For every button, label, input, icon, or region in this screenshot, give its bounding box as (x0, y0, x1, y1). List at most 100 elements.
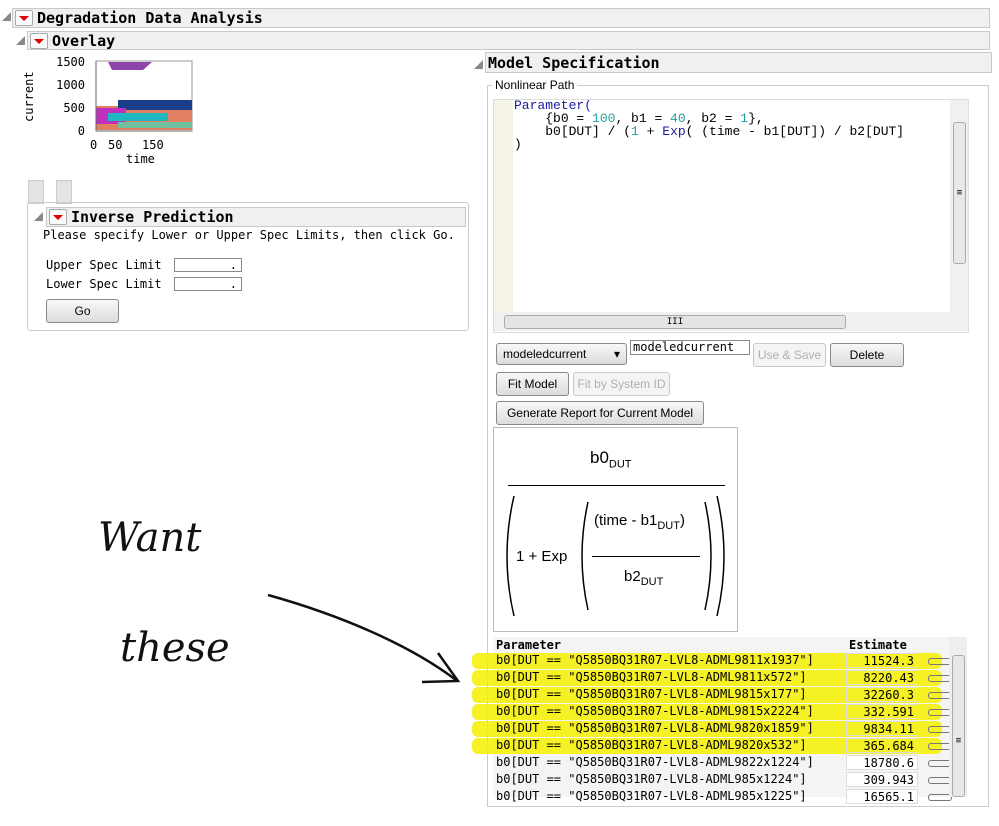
scroll-thumb[interactable]: ≡ (953, 122, 966, 264)
highlight-mark (472, 653, 942, 669)
y-tick: 0 (77, 124, 85, 138)
highlight-mark (472, 687, 942, 703)
highlight-mark (472, 670, 942, 686)
script-code: Parameter( {b0 = 100, b1 = 40, b2 = 1}, … (514, 99, 905, 152)
x-tick: 0 (90, 138, 98, 152)
y-tick: 500 (63, 101, 85, 115)
estimate-value[interactable]: 9834.11 (846, 721, 918, 736)
parameter-name: b0[DUT == "Q5850BQ31R07-LVL8-ADML9820x18… (496, 721, 814, 735)
estimate-value[interactable]: 32260.3 (846, 687, 918, 702)
inverse-prediction-panel (27, 202, 469, 331)
model-spec-header: Model Specification (485, 52, 992, 73)
estimate-value[interactable]: 309.943 (846, 772, 918, 787)
collapse-icon[interactable] (16, 36, 25, 45)
table-row: b0[DUT == "Q5850BQ31R07-LVL8-ADML985x122… (496, 788, 952, 805)
table-row: b0[DUT == "Q5850BQ31R07-LVL8-ADML985x122… (496, 771, 952, 788)
editor-gutter (494, 100, 513, 312)
collapse-icon[interactable] (474, 60, 483, 69)
parameter-name: b0[DUT == "Q5850BQ31R07-LVL8-ADML985x122… (496, 772, 807, 786)
vertical-scrollbar[interactable]: ≡ (950, 100, 968, 312)
y-axis-label: current (22, 71, 36, 122)
overlay-plot (95, 60, 193, 132)
inner-left-paren (581, 501, 589, 611)
formula-display: b0DUT 1 + Exp (time - b1DUT) b2DUT (493, 427, 738, 632)
estimate-value[interactable]: 16565.1 (846, 789, 918, 804)
delete-button[interactable]: Delete (830, 343, 904, 367)
outer-right-paren (716, 495, 725, 617)
table-row: b0[DUT == "Q5850BQ31R07-LVL8-ADML9811x19… (472, 652, 952, 669)
col-estimate: Estimate (849, 638, 907, 652)
y-tick: 1000 (56, 78, 85, 92)
x-tick: 150 (142, 138, 164, 152)
model-spec-title: Model Specification (488, 53, 660, 72)
parameter-name: b0[DUT == "Q5850BQ31R07-LVL8-ADML9811x19… (496, 653, 814, 667)
parameter-name: b0[DUT == "Q5850BQ31R07-LVL8-ADML9815x17… (496, 687, 807, 701)
parameter-name: b0[DUT == "Q5850BQ31R07-LVL8-ADML985x122… (496, 789, 807, 803)
inverse-header: Inverse Prediction (46, 207, 466, 227)
horizontal-scrollbar[interactable]: III (494, 312, 968, 331)
x-tick: 50 (108, 138, 123, 152)
degradation-header: Degradation Data Analysis (12, 8, 990, 28)
table-row: b0[DUT == "Q5850BQ31R07-LVL8-ADML9820x18… (472, 720, 952, 737)
highlight-mark (472, 704, 942, 720)
formula-brackets (506, 495, 725, 617)
table-row: b0[DUT == "Q5850BQ31R07-LVL8-ADML9820x53… (472, 737, 952, 754)
fraction-line (508, 485, 725, 486)
fit-system-id-button[interactable]: Fit by System ID (573, 372, 670, 396)
tab-stub[interactable] (28, 180, 44, 204)
collapse-icon[interactable] (2, 12, 11, 21)
estimate-value[interactable]: 8220.43 (846, 670, 918, 685)
table-scrollbar[interactable]: ≡ (949, 637, 967, 797)
table-row: b0[DUT == "Q5850BQ31R07-LVL8-ADML9822x12… (496, 754, 952, 771)
inverse-instructions: Please specify Lower or Upper Spec Limit… (43, 228, 455, 242)
estimate-value[interactable]: 332.591 (846, 704, 918, 719)
highlight-mark (472, 721, 942, 737)
table-row: b0[DUT == "Q5850BQ31R07-LVL8-ADML9811x57… (472, 669, 952, 686)
generate-report-button[interactable]: Generate Report for Current Model (496, 401, 704, 425)
parameter-name: b0[DUT == "Q5850BQ31R07-LVL8-ADML9811x57… (496, 670, 807, 684)
parameter-table: Parameter Estimate b0[DUT == "Q5850BQ31R… (472, 637, 967, 804)
tab-stub[interactable] (56, 180, 72, 204)
parameter-name: b0[DUT == "Q5850BQ31R07-LVL8-ADML9822x12… (496, 755, 814, 769)
overlay-title: Overlay (52, 31, 116, 50)
fit-model-button[interactable]: Fit Model (496, 372, 569, 396)
estimate-value[interactable]: 365.684 (846, 738, 918, 753)
formula-b2: b2DUT (624, 568, 664, 588)
x-axis-label: time (126, 152, 155, 166)
lower-spec-input[interactable]: . (174, 277, 242, 291)
page-title: Degradation Data Analysis (37, 9, 263, 27)
col-parameter: Parameter (496, 638, 562, 652)
use-save-button[interactable]: Use & Save (753, 343, 826, 367)
highlight-mark (472, 738, 942, 754)
parameter-name: b0[DUT == "Q5850BQ31R07-LVL8-ADML9820x53… (496, 738, 807, 752)
go-button[interactable]: Go (46, 299, 119, 323)
inverse-title: Inverse Prediction (71, 208, 234, 226)
estimate-value[interactable]: 18780.6 (846, 755, 918, 770)
upper-spec-label: Upper Spec Limit (46, 258, 162, 272)
model-name-input[interactable]: modeledcurrent (630, 340, 750, 355)
script-editor[interactable]: Parameter( {b0 = 100, b1 = 40, b2 = 1}, … (493, 99, 969, 333)
formula-time-b1: (time - b1DUT) (594, 512, 685, 532)
fraction-line (592, 556, 700, 557)
scroll-thumb[interactable]: ≡ (952, 655, 965, 797)
series-area (108, 113, 168, 121)
annotation-these: these (120, 625, 230, 671)
upper-spec-input[interactable]: . (174, 258, 242, 272)
table-row: b0[DUT == "Q5850BQ31R07-LVL8-ADML9815x17… (472, 686, 952, 703)
red-menu-icon[interactable] (30, 32, 48, 49)
annotation-want: Want (98, 515, 202, 561)
collapse-icon[interactable] (34, 212, 43, 221)
red-menu-icon[interactable] (15, 10, 33, 26)
red-menu-icon[interactable] (49, 209, 67, 225)
inner-right-paren (704, 501, 712, 611)
one-plus-exp: 1 + Exp (516, 548, 568, 565)
overlay-header: Overlay (27, 31, 990, 50)
model-dropdown[interactable]: modeledcurrent▾ (496, 343, 627, 365)
estimate-value[interactable]: 11524.3 (846, 653, 918, 668)
table-row: b0[DUT == "Q5850BQ31R07-LVL8-ADML9815x22… (472, 703, 952, 720)
axis-lines (95, 61, 192, 132)
scroll-thumb[interactable]: III (504, 315, 846, 329)
series-area (118, 100, 192, 110)
arrow-icon (267, 593, 461, 684)
series-area (108, 62, 152, 70)
